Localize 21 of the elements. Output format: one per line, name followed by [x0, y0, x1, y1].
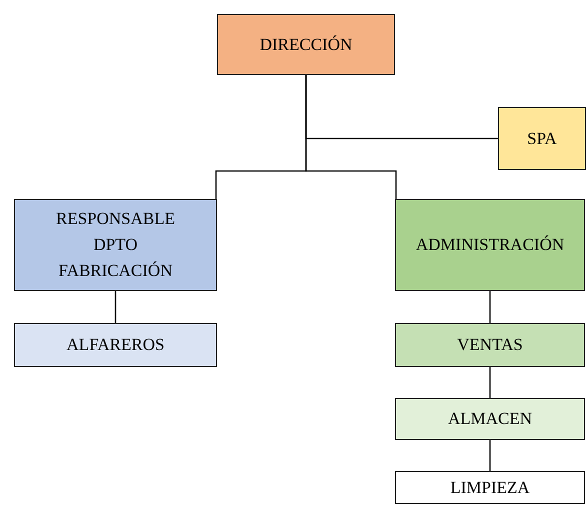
connector-line — [114, 291, 116, 323]
connector-line — [489, 440, 491, 471]
box-label: ALMACEN — [448, 408, 532, 430]
box-label: ADMINISTRACIÓN — [416, 234, 564, 256]
org-box — [395, 199, 585, 291]
org-box — [395, 471, 585, 504]
org-box — [14, 199, 217, 291]
box-label: ALFAREROS — [66, 334, 164, 356]
org-box — [14, 323, 217, 367]
box-label: DIRECCIÓN — [260, 34, 352, 56]
org-box — [395, 323, 585, 367]
org-box — [395, 398, 585, 440]
connector-line — [305, 75, 397, 199]
box-label: RESPONSABLE DPTO FABRICACIÓN — [54, 208, 176, 282]
connector-line — [489, 291, 491, 323]
box-label: VENTAS — [457, 334, 523, 356]
org-box — [498, 107, 586, 170]
box-label: SPA — [527, 128, 557, 150]
box-label: LIMPIEZA — [450, 476, 530, 498]
org-box — [217, 14, 395, 75]
connector-line — [489, 367, 491, 398]
